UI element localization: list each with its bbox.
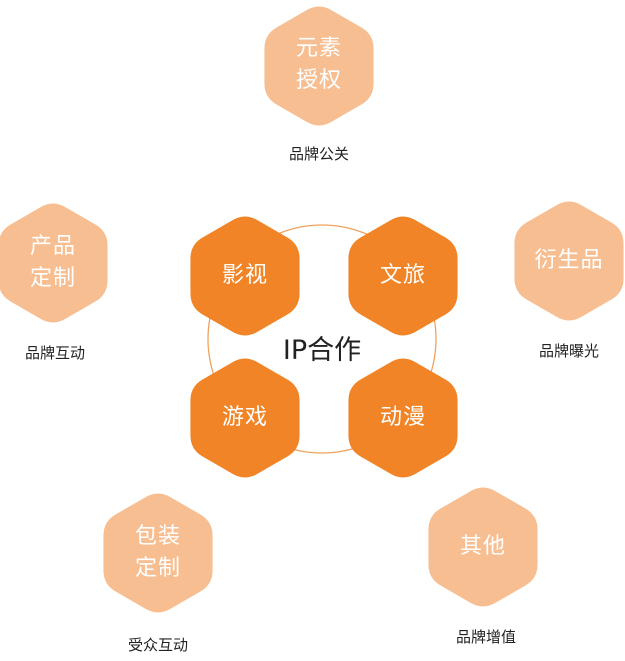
caption-brand-exposure: 品牌曝光 [538, 342, 599, 360]
inner-hex-animation [348, 358, 458, 478]
center-ring [207, 224, 437, 454]
center-title: IP合作 [282, 335, 362, 366]
caption-brand-interaction: 品牌互动 [24, 344, 85, 362]
inner-hex-film [190, 216, 300, 336]
outer-hex-element-license [264, 6, 374, 126]
outer-hex-others [428, 487, 538, 607]
outer-hex-product-custom [0, 203, 108, 323]
outer-hex-packaging-custom [103, 493, 213, 613]
inner-hex-culture-tourism [348, 216, 458, 336]
caption-brand-value-added: 品牌增值 [455, 628, 516, 646]
outer-hex-derivatives [514, 201, 624, 321]
inner-hex-game [190, 358, 300, 478]
caption-audience-interaction: 受众互动 [127, 636, 188, 654]
caption-brand-pr: 品牌公关 [288, 145, 349, 163]
